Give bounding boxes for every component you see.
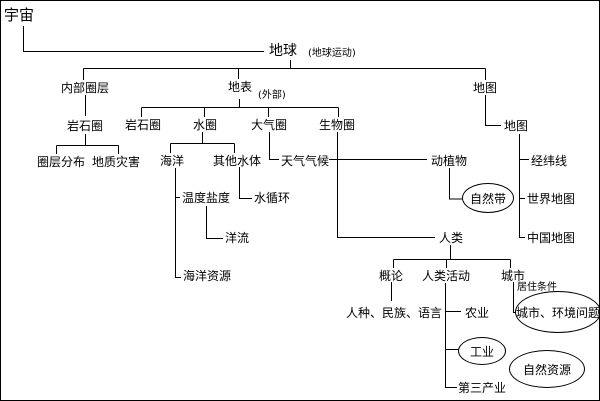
- node-lat-long: 经纬线: [531, 154, 568, 168]
- oval-natural-zone: 自然带: [462, 183, 514, 213]
- node-water-cycle: 水循环: [254, 191, 291, 205]
- node-layer-distribution: 圈层分布: [37, 155, 86, 169]
- node-tertiary: 第三产业: [458, 381, 507, 395]
- node-map-top: 地图: [473, 81, 498, 95]
- node-map: 地图: [504, 119, 529, 133]
- node-surface: 地表: [228, 80, 253, 94]
- node-race-language: 人种、民族、语言: [346, 306, 443, 320]
- node-world-map: 世界地图: [527, 192, 576, 206]
- node-biosphere: 生物圈: [319, 118, 356, 132]
- oval-industry: 工业: [458, 337, 506, 365]
- node-temp-salinity: 温度盐度: [182, 191, 231, 205]
- node-geo-disaster: 地质灾害: [92, 155, 141, 169]
- node-city: 城市: [501, 269, 526, 283]
- node-earth: 地球: [269, 43, 297, 59]
- node-ocean: 海洋: [160, 154, 185, 168]
- node-atmosphere: 大气圈: [251, 118, 288, 132]
- node-agriculture: 农业: [465, 306, 490, 320]
- node-ocean-resources: 海洋资源: [183, 269, 232, 283]
- node-human-activities: 人类活动: [422, 269, 471, 283]
- node-flora-fauna: 动植物: [431, 154, 468, 168]
- node-humans: 人类: [439, 231, 464, 245]
- node-china-map: 中国地图: [527, 231, 576, 245]
- node-other-water: 其他水体: [213, 154, 262, 168]
- oval-city-env-problems: 城市、环境问题: [515, 291, 599, 333]
- node-inner-lithosphere: 岩石圈: [67, 119, 104, 133]
- node-currents: 洋流: [225, 231, 250, 245]
- oval-natural-resources: 自然资源: [509, 350, 585, 388]
- earth-motion-note: (地球运动): [308, 48, 356, 59]
- label-living-conditions: 居住条件: [517, 282, 557, 293]
- surface-note: (外部): [258, 90, 286, 101]
- node-surface-lithosphere: 岩石圈: [125, 118, 162, 132]
- node-inner-layers: 内部圈层: [61, 81, 110, 95]
- node-hydrosphere: 水圈: [193, 118, 218, 132]
- root-universe: 宇宙: [4, 6, 35, 24]
- node-overview: 概论: [379, 269, 404, 283]
- node-weather-climate: 天气气候: [281, 154, 330, 168]
